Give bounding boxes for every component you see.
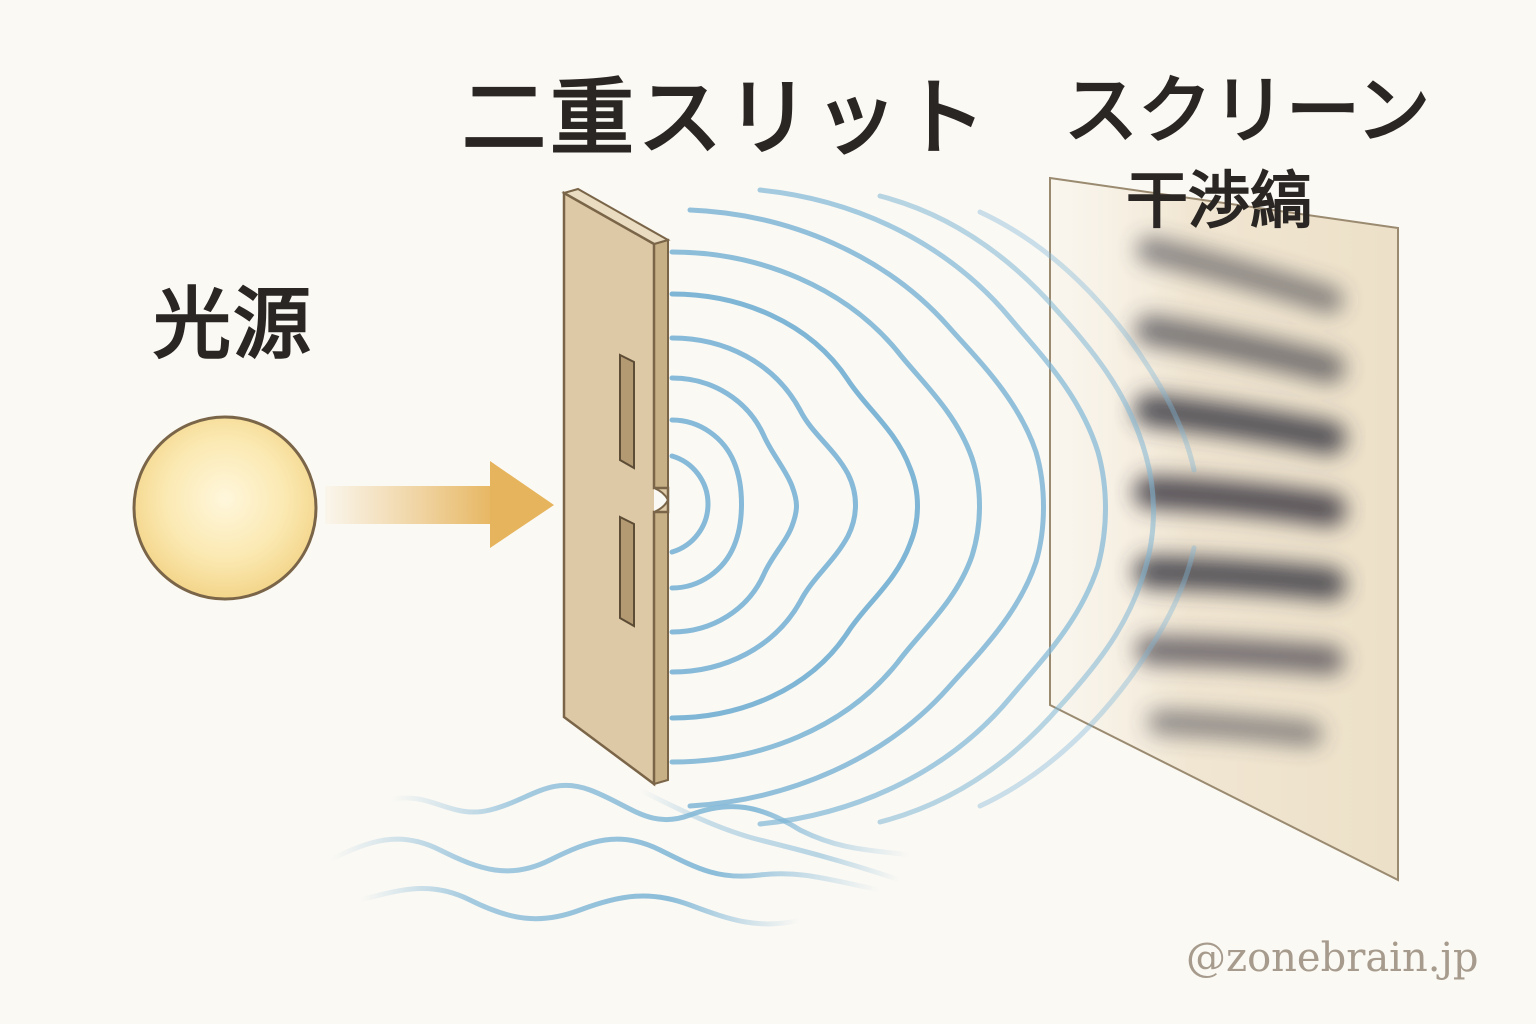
double-slit-label: 二重スリット xyxy=(462,69,991,167)
interference-fringes-label: 干渉縞 xyxy=(1126,164,1313,237)
screen-label: スクリーン xyxy=(1064,68,1431,154)
slit-upper xyxy=(619,353,635,470)
interference-fringes xyxy=(1134,237,1346,746)
light-direction-arrow xyxy=(325,461,554,548)
diffracted-waves xyxy=(669,187,1197,827)
double-slit-plate xyxy=(561,187,671,787)
slit-lower xyxy=(619,515,635,628)
light-source xyxy=(132,415,318,601)
watermark: @zonebrain.jp xyxy=(1186,935,1479,981)
light-source-label: 光源 xyxy=(153,280,314,370)
travelling-waves xyxy=(327,782,913,927)
